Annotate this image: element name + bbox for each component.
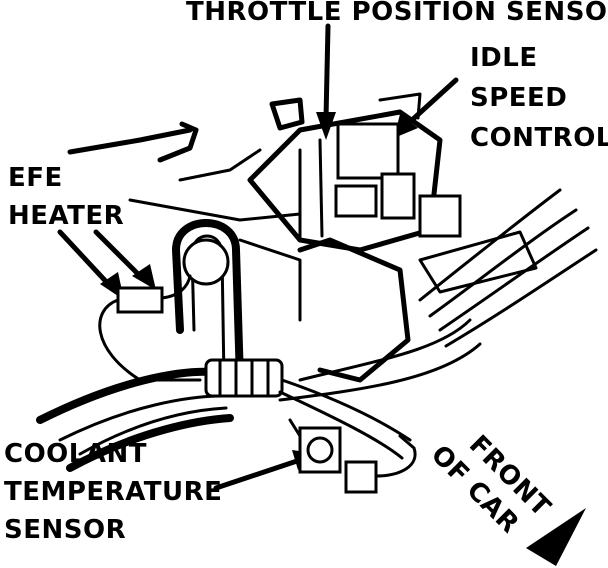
throttle-body	[247, 92, 443, 253]
label-idle-line2: SPEED	[470, 83, 567, 113]
label-idle-line3: CONTROL	[470, 123, 608, 153]
arrow-efe-heater-2	[93, 229, 156, 290]
label-efe-line1: EFE	[8, 163, 63, 193]
idle-speed-control-unit	[334, 172, 462, 238]
efe-heater-connector	[98, 274, 202, 382]
arrow-efe-heater-1	[57, 229, 124, 300]
wiring-harness	[278, 188, 598, 402]
arrow-front-of-car	[526, 508, 586, 566]
label-coolant-line3: SENSOR	[4, 515, 126, 545]
coolant-temperature-sensor	[288, 418, 417, 494]
label-idle-speed-control: IDLE SPEED CONTROL	[470, 43, 608, 153]
label-front-of-car: FRONT OF CAR	[425, 430, 556, 540]
label-idle-line1: IDLE	[470, 43, 538, 73]
label-efe-heater: EFE HEATER	[8, 163, 124, 231]
air-intake-hose	[36, 367, 234, 472]
label-coolant-temperature-sensor: COOLANT TEMPERATURE SENSOR	[4, 439, 222, 545]
manifold-housing	[238, 237, 411, 383]
label-throttle-position-sensor: THROTTLE POSITION SENSOR	[186, 0, 608, 27]
throttle-linkage	[67, 121, 302, 222]
label-coolant-line2: TEMPERATURE	[4, 477, 222, 507]
coolant-tube	[172, 219, 244, 384]
harness-clamp	[204, 358, 412, 460]
label-efe-line2: HEATER	[8, 201, 124, 231]
